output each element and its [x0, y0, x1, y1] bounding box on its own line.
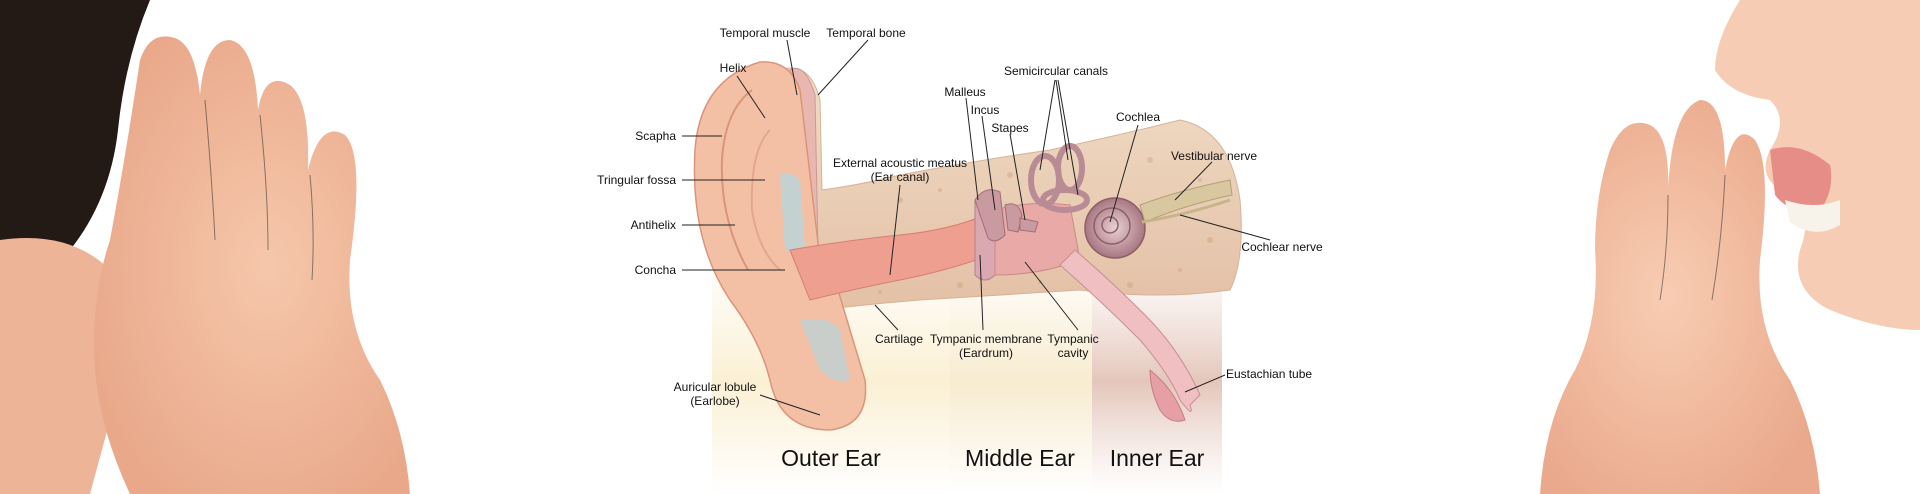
right-whispering-person [1540, 0, 1920, 494]
label-triangular-fossa: Tringular fossa [597, 173, 676, 187]
label-temporal-muscle: Temporal muscle [720, 26, 811, 40]
middle-ear-band [950, 270, 1092, 494]
label-stapes: Stapes [991, 121, 1028, 135]
label-semicircular-canals: Semicircular canals [1004, 64, 1108, 78]
label-malleus: Malleus [944, 85, 985, 99]
section-titles: Outer Ear Middle Ear Inner Ear [781, 445, 1205, 471]
label-tympanic-membrane: Tympanic membrane [930, 332, 1042, 346]
semicircular-canals-shape [1028, 143, 1090, 213]
label-antihelix: Antihelix [631, 218, 676, 232]
label-cartilage: Cartilage [875, 332, 923, 346]
nerves-shape [1139, 179, 1233, 223]
ear-cross-section [693, 61, 1242, 431]
section-title-middle-ear: Middle Ear [965, 445, 1075, 471]
anatomy-labels: Temporal muscle Temporal bone Helix Scap… [597, 26, 1323, 408]
label-eustachian-tube: Eustachian tube [1226, 367, 1312, 381]
label-helix: Helix [720, 61, 747, 75]
ossicles-shape [974, 189, 1006, 242]
label-cochlear-nerve: Cochlear nerve [1241, 240, 1323, 254]
right-hand [1540, 100, 1820, 494]
label-incus: Incus [971, 103, 1000, 117]
label-vestibular-nerve: Vestibular nerve [1171, 149, 1257, 163]
label-external-acoustic-meatus: External acoustic meatus [833, 156, 967, 170]
label-temporal-bone: Temporal bone [826, 26, 906, 40]
left-hand [94, 36, 410, 494]
label-ear-canal: (Ear canal) [871, 170, 930, 184]
section-title-outer-ear: Outer Ear [781, 445, 881, 471]
eustachian-tube-shape [1059, 249, 1201, 412]
label-earlobe: (Earlobe) [690, 394, 739, 408]
section-title-inner-ear: Inner Ear [1110, 445, 1205, 471]
label-concha: Concha [635, 263, 677, 277]
leader-lines [682, 39, 1271, 416]
label-cavity: cavity [1058, 346, 1089, 360]
left-listening-person [0, 0, 410, 494]
label-eardrum: (Eardrum) [959, 346, 1013, 360]
label-tympanic: Tympanic [1047, 332, 1098, 346]
label-auricular-lobule: Auricular lobule [674, 380, 757, 394]
label-cochlea: Cochlea [1116, 110, 1160, 124]
label-scapha: Scapha [635, 129, 676, 143]
